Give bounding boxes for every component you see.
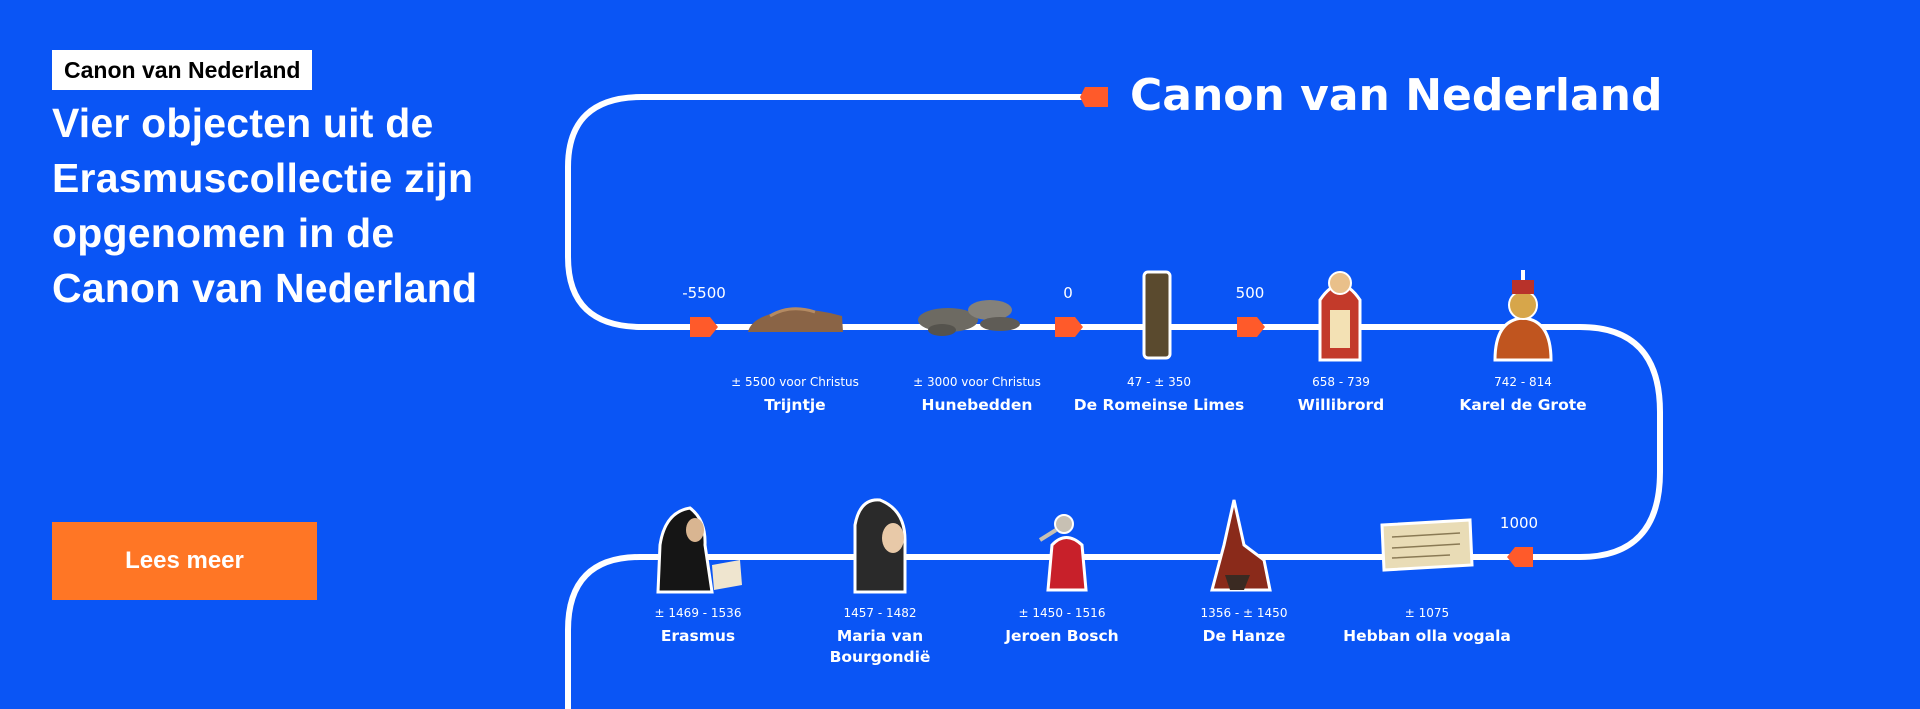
- hebban-olla-vogala-illustration[interactable]: [1380, 518, 1474, 572]
- marker-label-5500: -5500: [682, 284, 726, 302]
- section-badge: Canon van Nederland: [52, 50, 313, 90]
- headline: Vier objecten uit de Erasmuscollectie zi…: [52, 100, 478, 311]
- karel-de-grote-illustration[interactable]: [1493, 270, 1553, 362]
- marker-0: [1055, 317, 1083, 337]
- item-name-jeroen-bosch[interactable]: Jeroen Bosch: [1004, 627, 1118, 645]
- item-date-karel-de-grote: 742 - 814: [1494, 375, 1552, 389]
- timeline-title-marker: [1080, 87, 1108, 107]
- item-name-trijntje[interactable]: Trijntje: [764, 396, 825, 414]
- erasmus-illustration[interactable]: [656, 506, 742, 594]
- item-name-maria-van-bourgondie[interactable]: Maria van: [837, 627, 923, 645]
- item-date-erasmus: ± 1469 - 1536: [655, 606, 742, 620]
- hunebedden-illustration[interactable]: [918, 300, 1020, 336]
- item-name-karel-de-grote[interactable]: Karel de Grote: [1459, 396, 1586, 414]
- willibrord-illustration[interactable]: [1318, 271, 1362, 362]
- item-name-de-hanze[interactable]: De Hanze: [1203, 627, 1286, 645]
- item-name-maria-van-bourgondie-line2[interactable]: Bourgondië: [830, 648, 931, 666]
- item-name-willibrord[interactable]: Willibrord: [1298, 396, 1384, 414]
- item-date-hebban-olla-vogala: ± 1075: [1405, 606, 1449, 620]
- item-date-jeroen-bosch: ± 1450 - 1516: [1019, 606, 1106, 620]
- item-date-romeinse-limes: 47 - ± 350: [1127, 375, 1191, 389]
- timeline-track: [565, 94, 1663, 709]
- de-hanze-illustration[interactable]: [1210, 499, 1272, 592]
- marker-1000: [1507, 547, 1533, 567]
- item-date-de-hanze: 1356 - ± 1450: [1201, 606, 1288, 620]
- item-date-hunebedden: ± 3000 voor Christus: [913, 375, 1041, 389]
- marker-500: [1237, 317, 1265, 337]
- item-date-trijntje: ± 5500 voor Christus: [731, 375, 859, 389]
- item-name-romeinse-limes[interactable]: De Romeinse Limes: [1074, 396, 1245, 414]
- maria-van-bourgondie-illustration[interactable]: [853, 498, 907, 594]
- marker-label-1000: 1000: [1500, 514, 1538, 532]
- timeline-title: Canon van Nederland: [1130, 70, 1663, 121]
- item-date-maria-van-bourgondie: 1457 - 1482: [843, 606, 916, 620]
- marker-5500: [690, 317, 718, 337]
- jeroen-bosch-illustration[interactable]: [1038, 514, 1088, 592]
- item-date-willibrord: 658 - 739: [1312, 375, 1370, 389]
- read-more-button[interactable]: Lees meer: [52, 522, 317, 600]
- item-name-erasmus[interactable]: Erasmus: [661, 627, 735, 645]
- trijntje-illustration[interactable]: [748, 307, 843, 332]
- romeinse-limes-illustration[interactable]: [1142, 270, 1172, 360]
- item-name-hunebedden[interactable]: Hunebedden: [922, 396, 1033, 414]
- item-name-hebban-olla-vogala[interactable]: Hebban olla vogala: [1343, 627, 1511, 645]
- marker-label-0: 0: [1063, 284, 1073, 302]
- intro-panel: Canon van Nederland Vier objecten uit de…: [52, 50, 492, 316]
- marker-label-500: 500: [1236, 284, 1265, 302]
